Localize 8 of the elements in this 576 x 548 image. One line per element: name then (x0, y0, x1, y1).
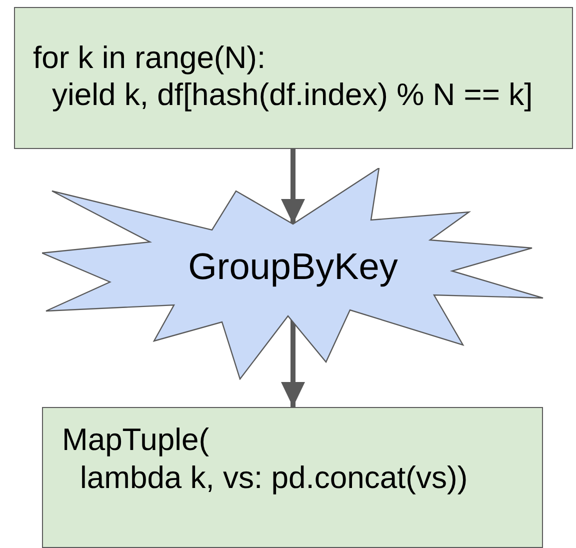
code-line: for k in range(N): (33, 42, 266, 73)
code-line: MapTuple( (62, 424, 210, 455)
code-line: lambda k, vs: pd.concat(vs)) (80, 462, 468, 493)
code-line: yield k, df[hash(df.index) % N == k] (52, 79, 533, 110)
node-label: GroupByKey (187, 248, 399, 285)
process-box (14, 7, 573, 149)
process-box (42, 407, 543, 548)
arrow (281, 149, 305, 224)
